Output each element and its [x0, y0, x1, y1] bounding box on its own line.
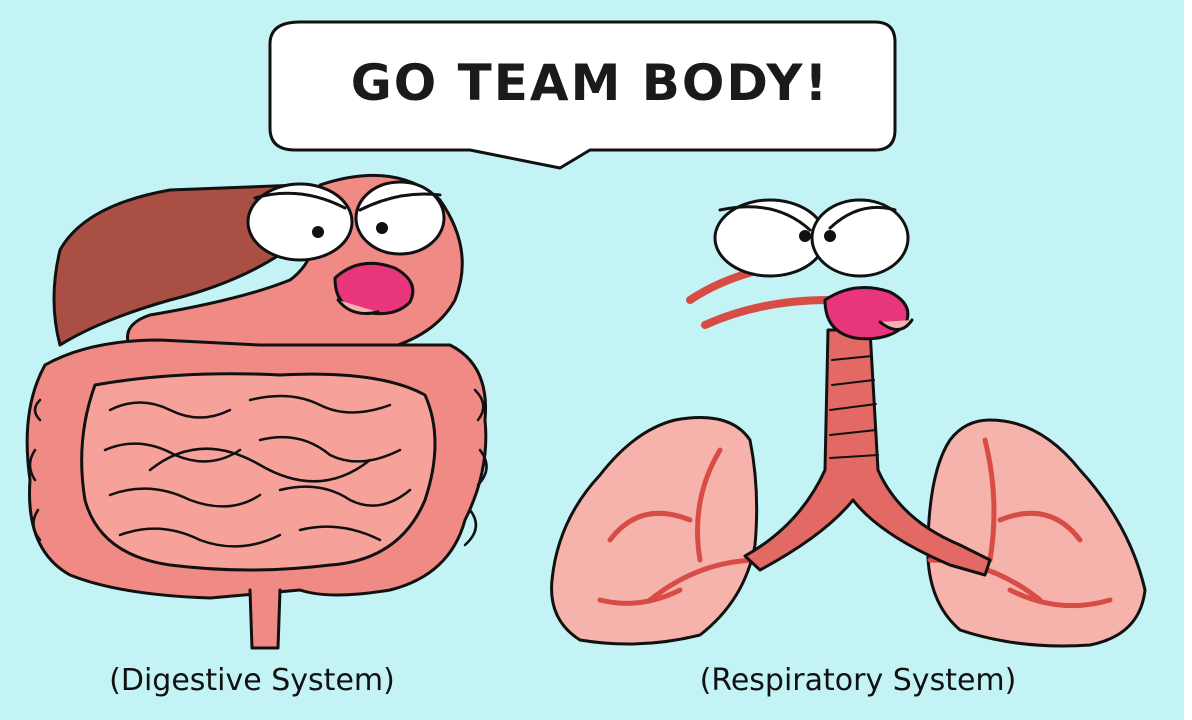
respiratory-mouth	[823, 286, 910, 341]
rectum-shape	[248, 588, 282, 650]
speech-bubble: GO TEAM BODY!	[268, 20, 897, 170]
small-intestine-shape	[80, 372, 437, 572]
digestive-system-illustration	[25, 173, 488, 650]
speech-bubble-text: GO TEAM BODY!	[351, 54, 830, 112]
respiratory-system-illustration	[550, 198, 1147, 648]
digestive-caption: (Digestive System)	[109, 663, 395, 698]
left-lung-shape	[550, 416, 759, 646]
trachea-shape	[743, 328, 992, 577]
respiratory-caption: (Respiratory System)	[700, 663, 1017, 698]
right-edge-strip	[1184, 0, 1192, 720]
right-lung-shape	[926, 418, 1147, 648]
